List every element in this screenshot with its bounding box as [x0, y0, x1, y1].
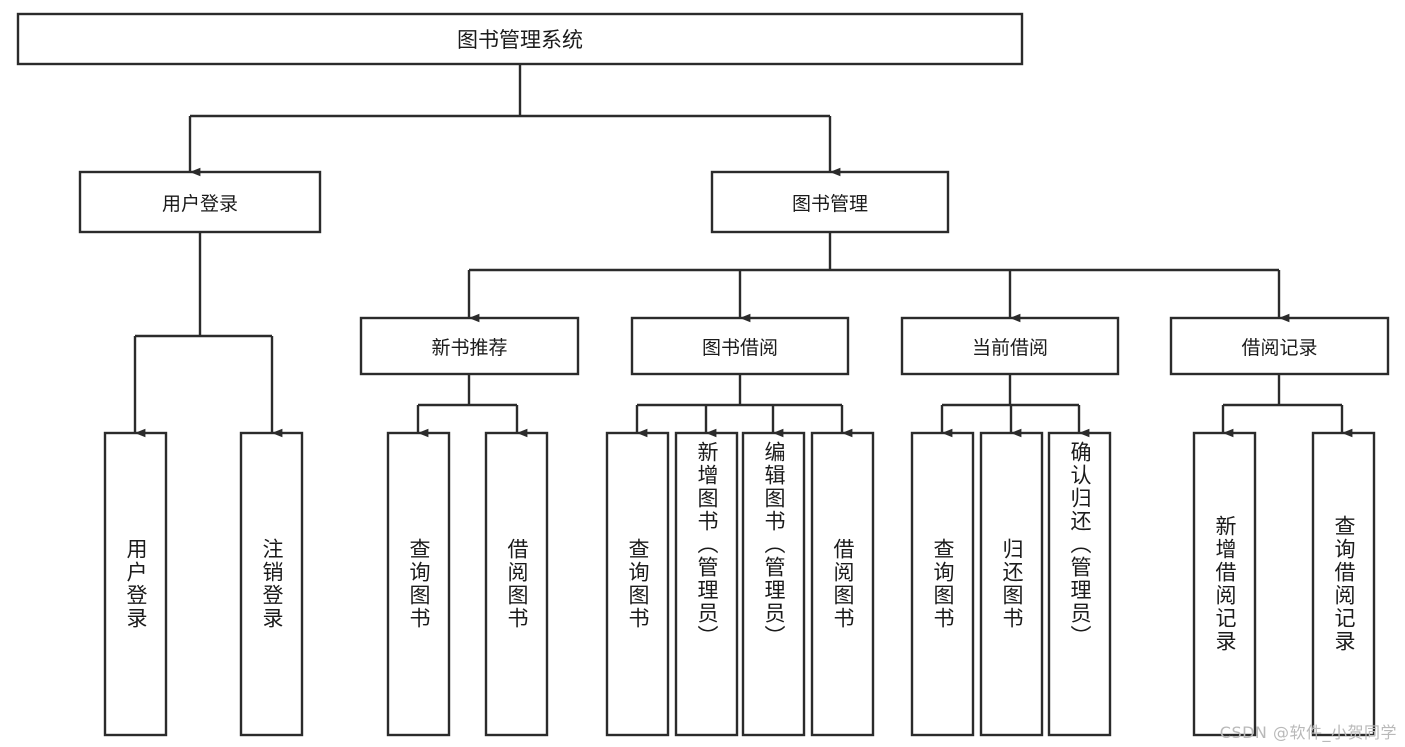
node-box-user-login[interactable] [78, 170, 322, 234]
leaf-box-new-book-0[interactable] [386, 431, 451, 737]
node-box-book-manage[interactable] [710, 170, 950, 234]
leaf-box-current-borrow-1[interactable] [979, 431, 1044, 737]
leaf-box-book-borrow-3[interactable] [810, 431, 875, 737]
leaf-box-book-borrow-1[interactable] [674, 431, 739, 737]
leaf-box-borrow-record-1[interactable] [1311, 431, 1376, 737]
leaf-box-user-login-1[interactable] [239, 431, 304, 737]
leaf-box-book-borrow-2[interactable] [741, 431, 806, 737]
leaf-box-user-login-0[interactable] [103, 431, 168, 737]
node-box-new-book-recommend[interactable] [359, 316, 580, 376]
node-box-borrow-record[interactable] [1169, 316, 1390, 376]
node-box-current-borrow[interactable] [900, 316, 1120, 376]
watermark-text: CSDN @软件_小贺同学 [1219, 723, 1397, 742]
node-box-book-borrow[interactable] [630, 316, 850, 376]
leaf-box-current-borrow-2[interactable] [1047, 431, 1112, 737]
leaf-box-current-borrow-0[interactable] [910, 431, 975, 737]
leaf-box-new-book-1[interactable] [484, 431, 549, 737]
leaf-box-borrow-record-0[interactable] [1192, 431, 1257, 737]
node-box-system[interactable] [16, 12, 1024, 66]
leaf-box-book-borrow-0[interactable] [605, 431, 670, 737]
